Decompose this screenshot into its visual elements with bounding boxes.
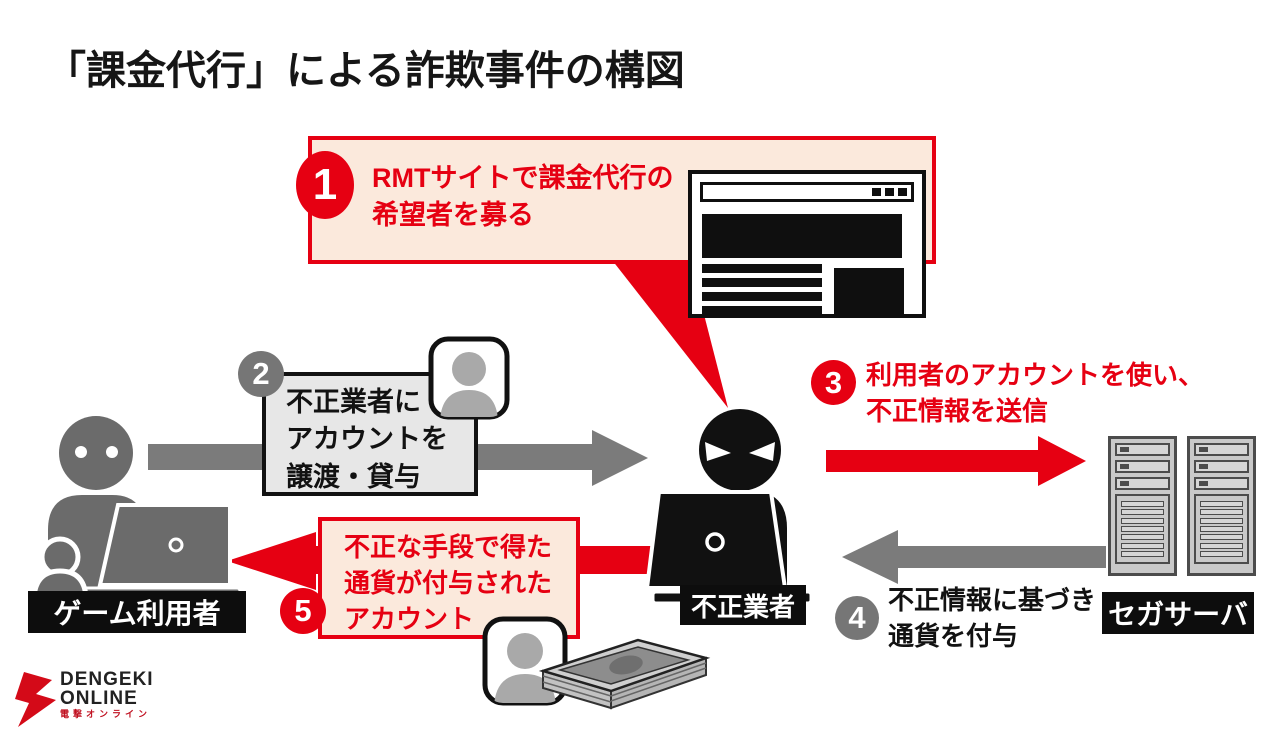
logo-line1: DENGEKI xyxy=(60,669,154,690)
step2-number-badge: 2 xyxy=(238,351,284,397)
step3-text-line2: 不正情報を送信 xyxy=(866,395,1049,426)
step4-text: 不正情報に基づき 通貨を付与 xyxy=(888,583,1096,655)
angry-eye-icon xyxy=(749,442,775,461)
money-stack-icon xyxy=(538,638,711,710)
browser-address-bar xyxy=(700,182,914,202)
step5-text-line3: アカウント xyxy=(344,603,475,634)
browser-text-bar xyxy=(702,278,822,287)
server-vent-panel xyxy=(1194,494,1249,564)
eye-icon xyxy=(75,446,87,458)
step2-text: 不正業者に アカウントを 譲渡・貸与 xyxy=(286,384,448,496)
sega-server-label: セガサーバ xyxy=(1102,592,1254,634)
user-avatar-icon xyxy=(428,336,510,420)
laptop-screen-icon xyxy=(645,490,788,590)
step1-number-badge: 1 xyxy=(296,151,354,219)
step3-text: 利用者のアカウントを使い、 不正情報を送信 xyxy=(866,358,1204,430)
step2-text-line3: 譲渡・貸与 xyxy=(286,461,421,492)
browser-window-icon xyxy=(688,170,926,318)
browser-text-bar xyxy=(702,264,822,273)
server-drive-slot xyxy=(1115,477,1170,490)
browser-text-bar xyxy=(702,306,822,315)
person-at-laptop-icon xyxy=(31,416,242,601)
hacker-at-laptop-icon xyxy=(645,409,813,604)
server-drive-slot xyxy=(1194,460,1249,473)
server-tower xyxy=(1108,436,1177,576)
step1-text-line2: 希望者を募る xyxy=(372,200,534,231)
arrow-step3-right-icon xyxy=(826,436,1086,486)
dengeki-online-logo: DENGEKI ONLINE 電撃オンライン xyxy=(14,670,154,728)
page-title: 「課金代行」による詐欺事件の構図 xyxy=(46,49,685,93)
browser-banner-block xyxy=(702,214,902,258)
step1-text: RMTサイトで課金代行の 希望者を募る xyxy=(372,160,673,235)
step5-text-line2: 通貨が付与された xyxy=(344,567,553,598)
angry-eye-icon xyxy=(705,442,731,461)
step5-text: 不正な手段で得た 通貨が付与された アカウント xyxy=(344,530,552,638)
game-user-label: ゲーム利用者 xyxy=(28,591,246,633)
step4-text-line1: 不正情報に基づき xyxy=(888,585,1097,615)
step4-number-badge: 4 xyxy=(835,596,879,640)
step4-text-line2: 通貨を付与 xyxy=(888,620,1019,651)
lightning-bolt-icon xyxy=(15,672,56,727)
server-towers-icon xyxy=(1108,436,1256,576)
server-drive-slot xyxy=(1115,460,1170,473)
server-tower xyxy=(1187,436,1256,576)
logo-subtitle: 電撃オンライン xyxy=(60,709,152,719)
step1-text-line1: RMTサイトで課金代行の xyxy=(372,163,674,193)
step5-number-badge: 5 xyxy=(280,588,326,634)
step2-text-line2: アカウントを xyxy=(286,424,448,455)
fraudster-label: 不正業者 xyxy=(680,585,806,625)
logo-line2: ONLINE xyxy=(60,688,138,709)
step2-box xyxy=(262,372,478,496)
server-drive-slot xyxy=(1115,443,1170,456)
step3-number-badge: 3 xyxy=(811,360,856,405)
laptop-screen-icon xyxy=(97,503,232,587)
step5-text-line1: 不正な手段で得た xyxy=(344,532,553,562)
server-vent-panel xyxy=(1115,494,1170,564)
server-drive-slot xyxy=(1194,477,1249,490)
browser-text-bar xyxy=(702,292,822,301)
server-drive-slot xyxy=(1194,443,1249,456)
step3-text-line1: 利用者のアカウントを使い、 xyxy=(866,360,1205,390)
arrow-step4-left-icon xyxy=(842,530,1106,584)
logo-text: DENGEKI ONLINE 電撃オンライン xyxy=(60,670,154,719)
eye-icon xyxy=(106,446,118,458)
step2-text-line1: 不正業者に xyxy=(286,387,421,417)
browser-image-block xyxy=(834,268,904,318)
browser-menu-dots-icon xyxy=(872,188,907,196)
